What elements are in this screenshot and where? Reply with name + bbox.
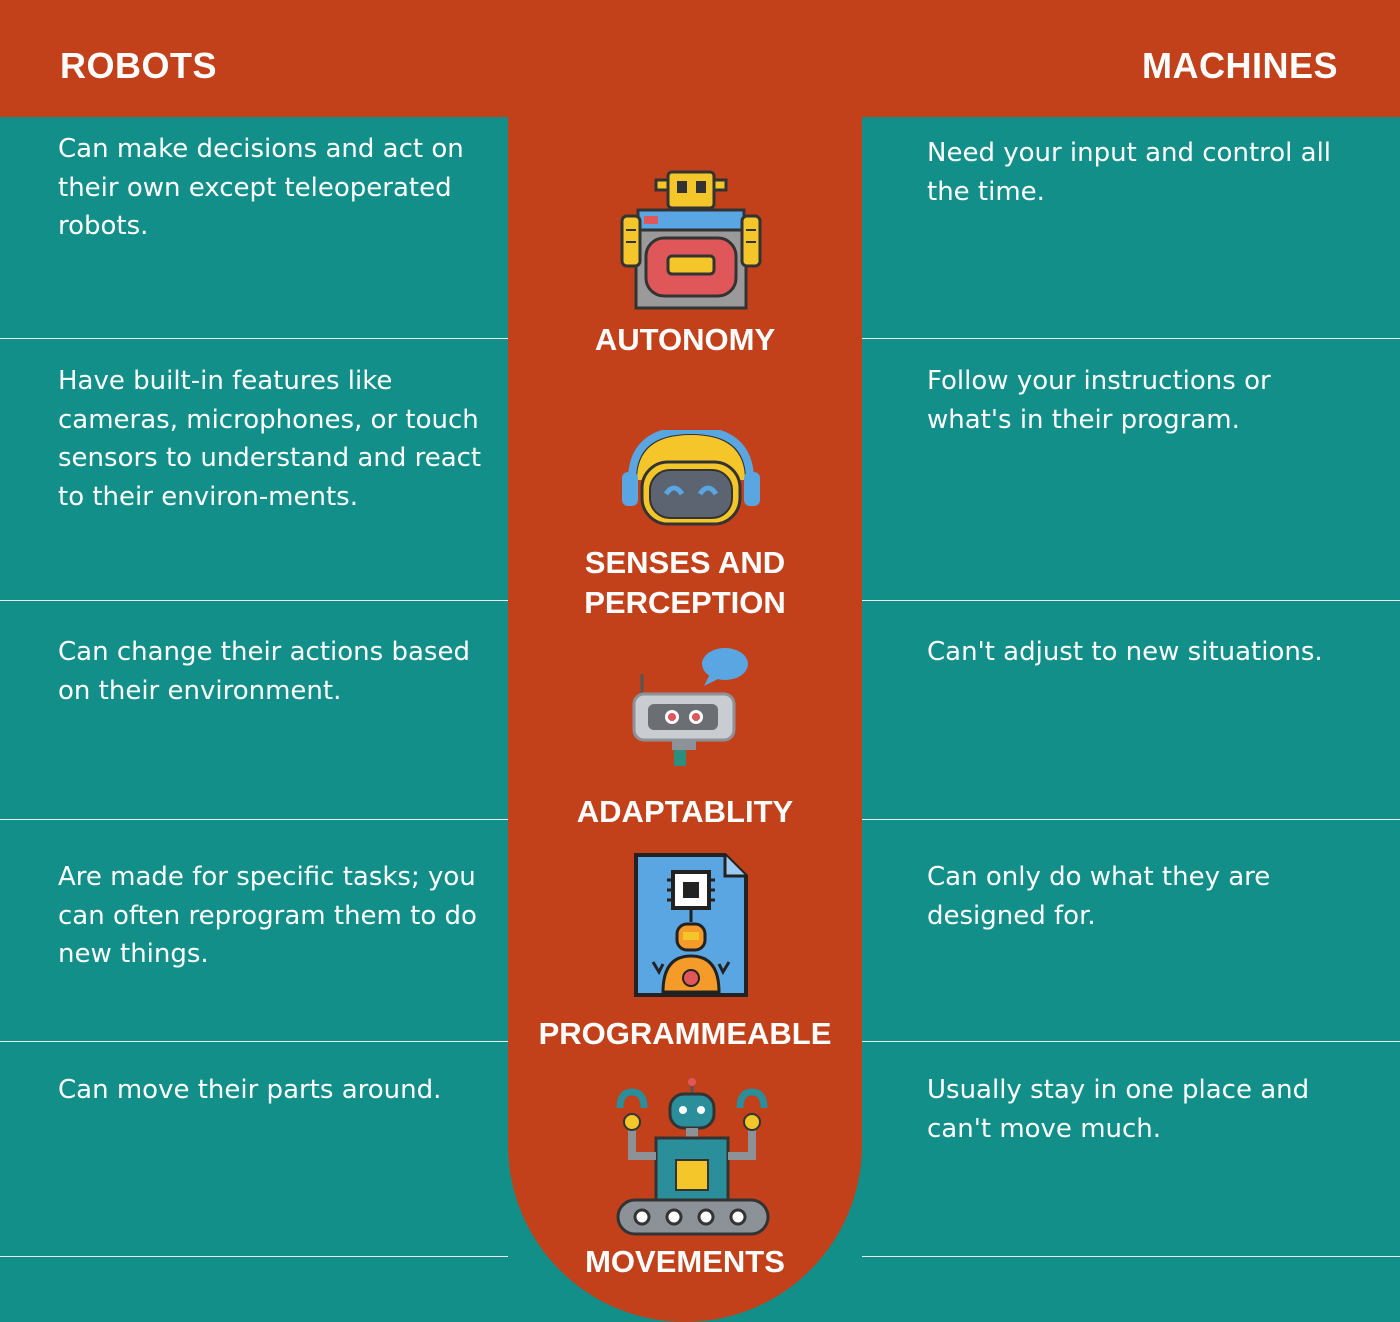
machines-adaptability-text: Can't adjust to new situations. bbox=[927, 637, 1323, 667]
robot-chip-document-icon bbox=[634, 853, 748, 997]
robot-head-icon bbox=[620, 170, 762, 310]
category-movements: MOVEMENTS bbox=[585, 1244, 785, 1279]
robots-programmable-text: Are made for specific tasks; you can oft… bbox=[58, 862, 477, 969]
category-adaptability: ADAPTABLITY bbox=[576, 794, 794, 829]
row-divider-right bbox=[862, 600, 1400, 601]
header-bar: ROBOTS MACHINES bbox=[0, 0, 1400, 117]
robot-conveyor-icon bbox=[616, 1078, 770, 1236]
machines-movements-text: Usually stay in one place and can't move… bbox=[927, 1075, 1310, 1144]
row-divider-right bbox=[862, 1041, 1400, 1042]
row-divider-right bbox=[862, 338, 1400, 339]
row-divider-right bbox=[862, 819, 1400, 820]
machines-autonomy-text: Need your input and control all the time… bbox=[927, 138, 1332, 207]
row-divider-right bbox=[862, 1256, 1400, 1257]
machines-heading: MACHINES bbox=[1141, 45, 1338, 86]
machines-programmable-text: Can only do what they are designed for. bbox=[927, 862, 1271, 931]
row-divider-left bbox=[0, 1041, 508, 1042]
category-senses: SENSES AND PERCEPTION bbox=[584, 545, 786, 620]
row-divider-left bbox=[0, 1256, 508, 1257]
robots-heading: ROBOTS bbox=[60, 45, 218, 86]
robot-headphones-icon bbox=[622, 430, 760, 526]
machines-senses-text: Follow your instructions or what's in th… bbox=[927, 366, 1271, 435]
robots-adaptability-text: Can change their actions based on their … bbox=[58, 637, 470, 706]
category-autonomy: AUTONOMY bbox=[594, 322, 776, 357]
category-programmable: PROGRAMMEABLE bbox=[538, 1016, 832, 1051]
robot-chat-icon bbox=[632, 648, 748, 766]
row-divider-left bbox=[0, 600, 508, 601]
row-divider-left bbox=[0, 338, 508, 339]
row-divider-left bbox=[0, 819, 508, 820]
robots-movements-text: Can move their parts around. bbox=[58, 1075, 442, 1105]
robots-senses-text: Have built-in features like cameras, mic… bbox=[58, 366, 482, 512]
robots-autonomy-text: Can make decisions and act on their own … bbox=[58, 134, 464, 241]
